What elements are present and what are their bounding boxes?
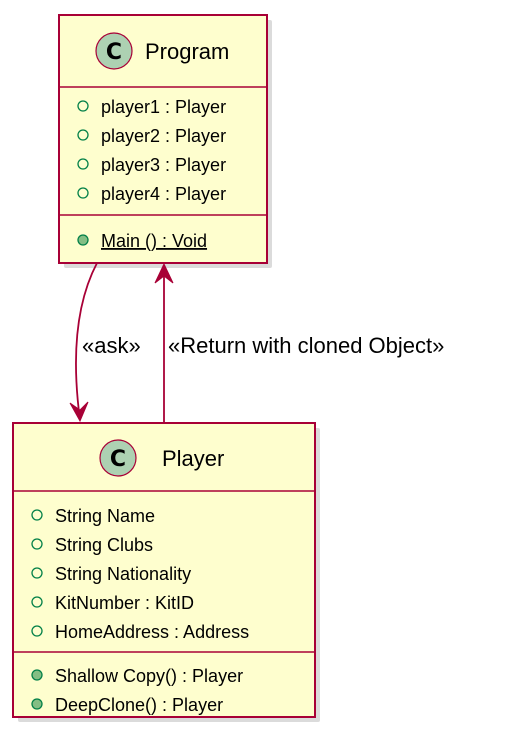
class-program-box — [58, 14, 268, 264]
public-attribute-icon — [31, 538, 43, 550]
ask-label: «ask» — [82, 333, 141, 358]
class-badge-letter: C — [110, 447, 126, 472]
program-attribute: player1 : Player — [101, 97, 226, 117]
public-method-icon — [77, 234, 89, 246]
program-attribute: player4 : Player — [101, 184, 226, 204]
class-program-title: Program — [145, 39, 229, 64]
public-attribute-icon — [31, 509, 43, 521]
public-attribute-icon — [77, 129, 89, 141]
player-attribute: HomeAddress : Address — [55, 622, 249, 642]
public-method-icon — [31, 669, 43, 681]
public-attribute-icon — [31, 596, 43, 608]
player-method: Shallow Copy() : Player — [55, 666, 243, 686]
public-attribute-icon — [31, 567, 43, 579]
public-attribute-icon — [31, 625, 43, 637]
program-attribute: player3 : Player — [101, 155, 226, 175]
return-label: «Return with cloned Object» — [168, 333, 444, 358]
class-program[interactable]: C Program player1 : Player player2 : Pla… — [58, 14, 272, 268]
program-method-main: Main () : Void — [101, 231, 207, 251]
class-player-title: Player — [162, 446, 224, 471]
public-attribute-icon — [77, 158, 89, 170]
player-attribute: String Name — [55, 506, 155, 526]
public-method-icon — [31, 698, 43, 710]
class-icon — [99, 439, 137, 477]
class-badge-letter: C — [106, 40, 122, 65]
program-attribute: player2 : Player — [101, 126, 226, 146]
player-attribute: String Clubs — [55, 535, 153, 555]
ask-arrowhead — [69, 401, 89, 423]
class-icon — [95, 32, 133, 70]
player-method: DeepClone() : Player — [55, 695, 223, 715]
public-attribute-icon — [77, 187, 89, 199]
player-attribute: KitNumber : KitID — [55, 593, 194, 613]
ask-edge — [75, 262, 98, 421]
public-attribute-icon — [77, 100, 89, 112]
relation-ask[interactable]: «ask» — [69, 262, 141, 423]
class-player[interactable]: C Player String Name String Clubs String… — [12, 422, 320, 722]
return-arrowhead — [154, 262, 174, 284]
relation-return[interactable]: «Return with cloned Object» — [154, 262, 444, 423]
player-attribute: String Nationality — [55, 564, 191, 584]
